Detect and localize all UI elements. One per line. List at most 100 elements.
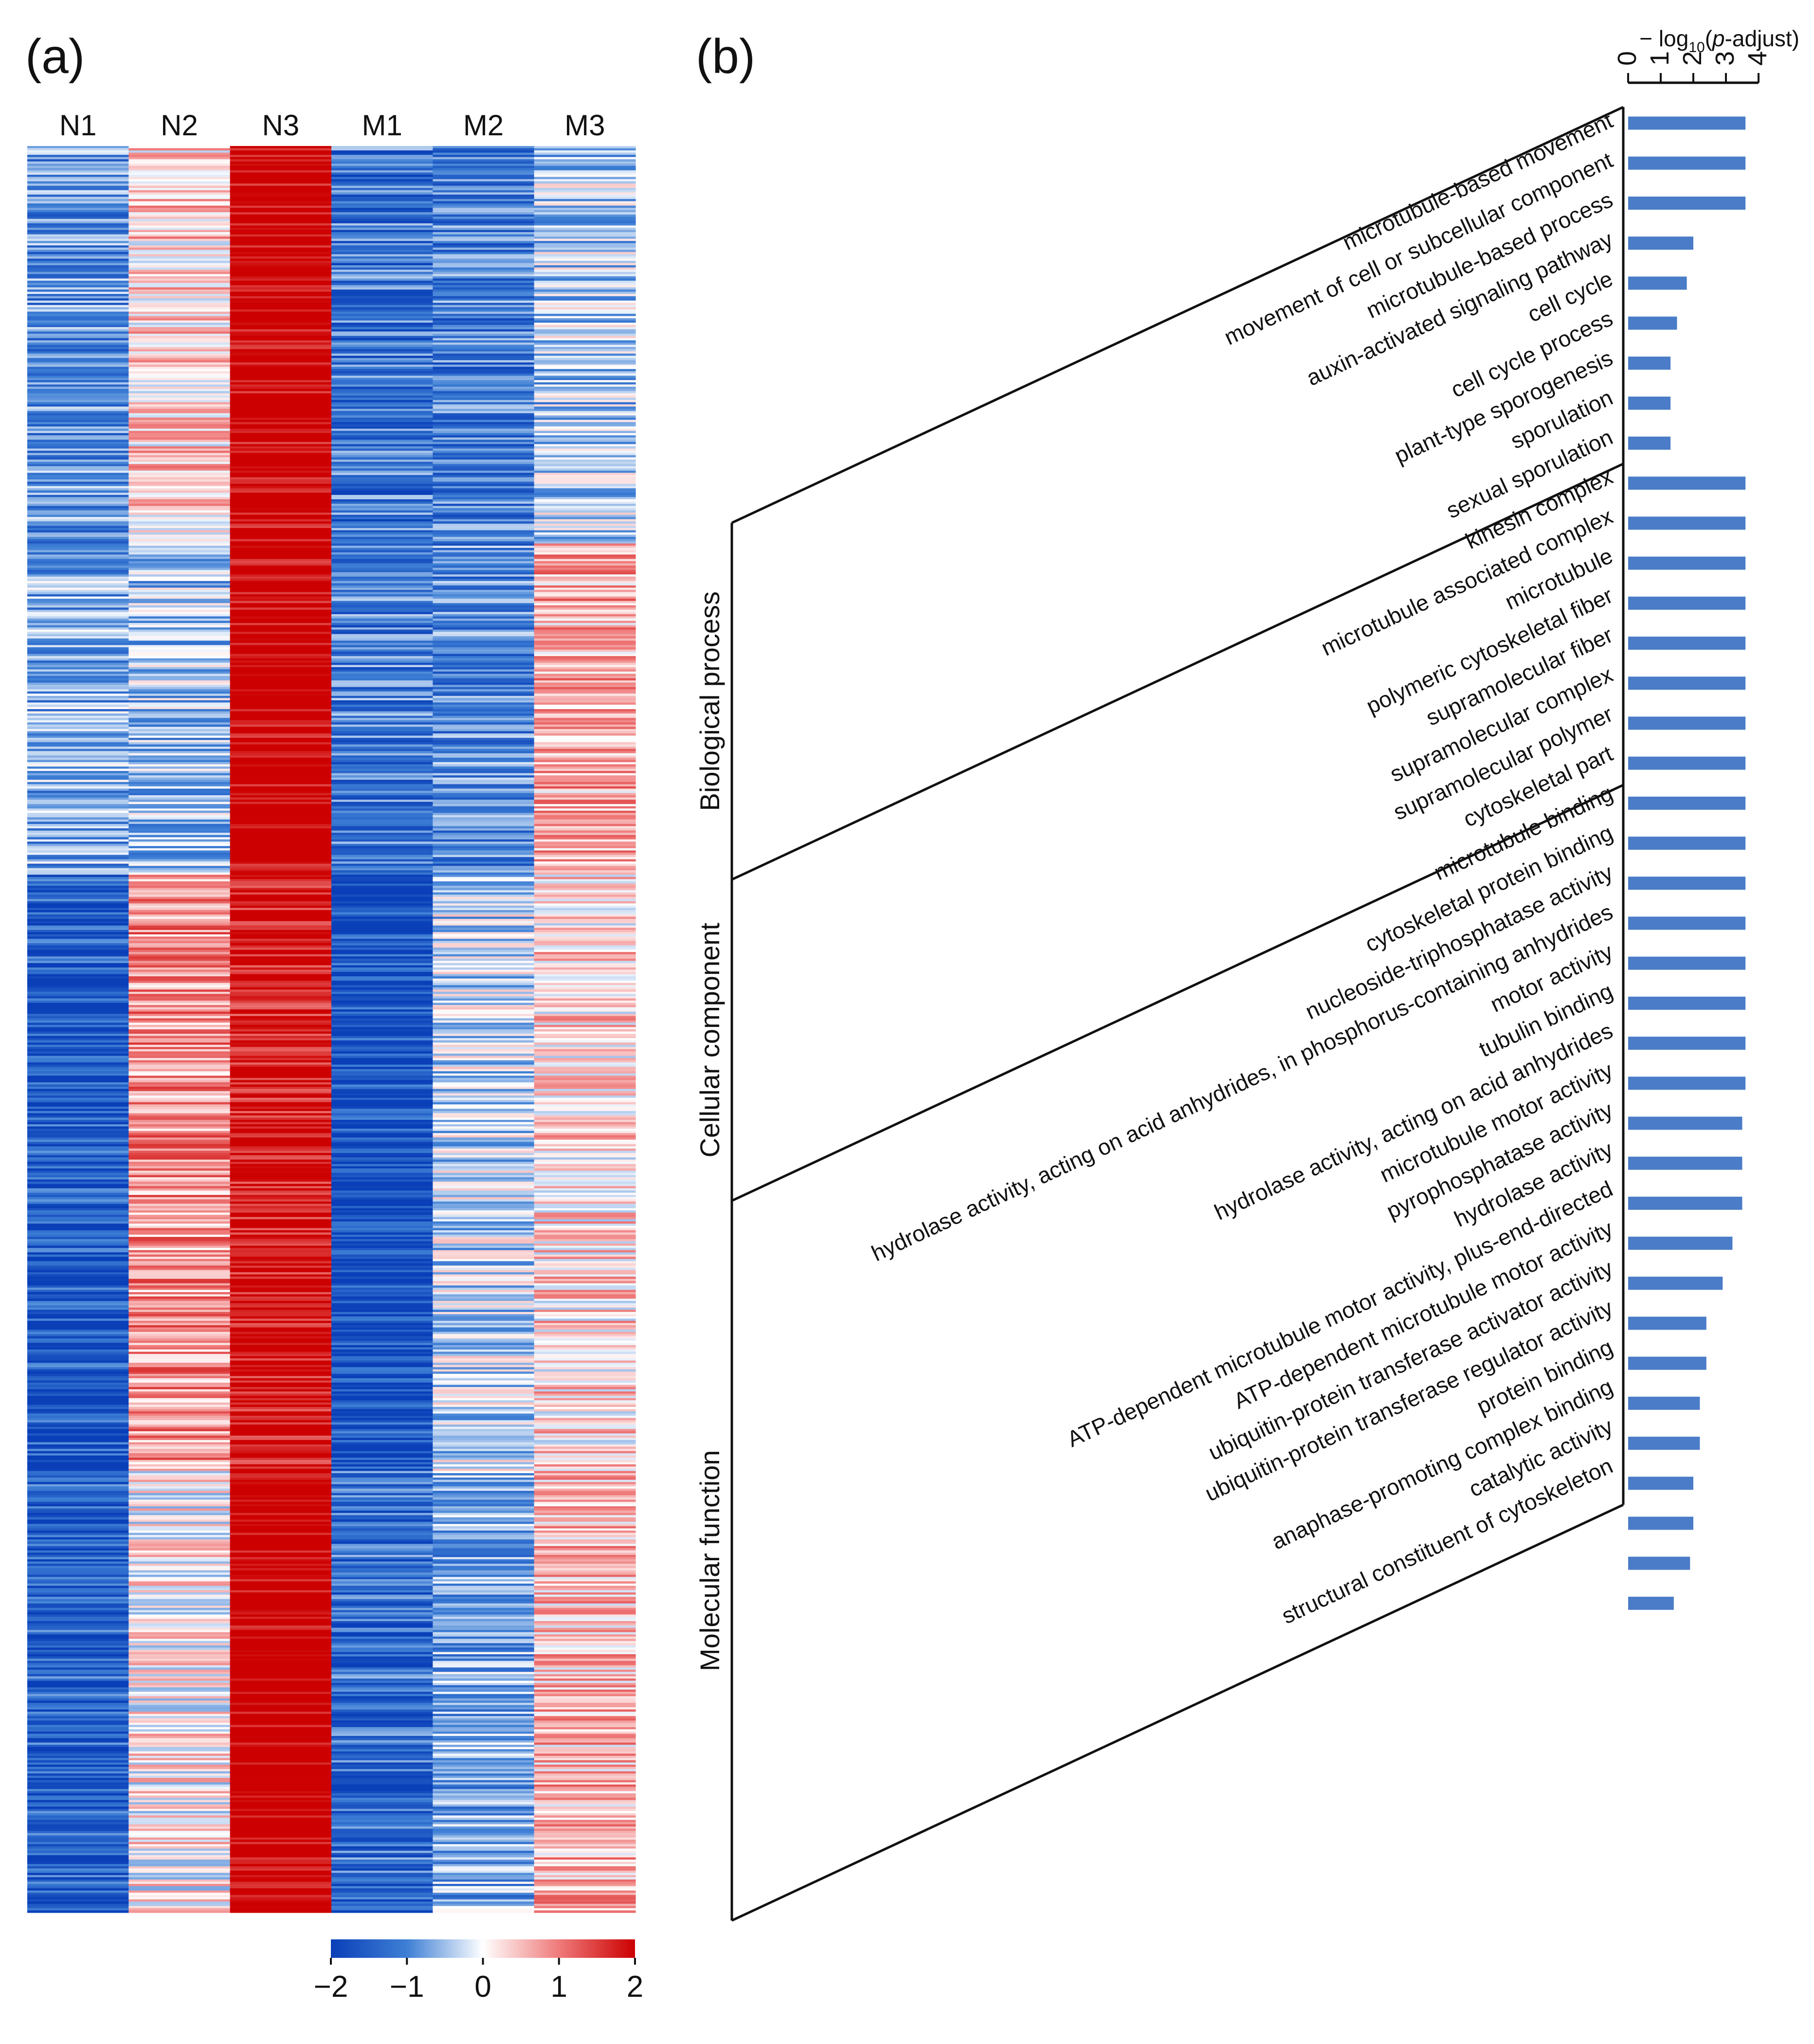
heatmap-cell — [534, 1672, 636, 1675]
heatmap-cell — [230, 1221, 332, 1224]
heatmap-cell — [27, 1144, 129, 1147]
heatmap-cell — [230, 1170, 332, 1173]
heatmap-cell — [27, 601, 129, 603]
heatmap-cell — [230, 523, 332, 527]
heatmap-cell — [128, 1833, 231, 1836]
heatmap-cell — [534, 1400, 636, 1403]
heatmap-cell — [128, 1122, 231, 1125]
heatmap-cell — [230, 217, 332, 219]
heatmap-cell — [128, 1464, 231, 1467]
heatmap-cell — [331, 1245, 433, 1248]
heatmap-cell — [331, 1554, 433, 1558]
heatmap-cell — [230, 656, 332, 659]
heatmap-cell — [534, 1363, 636, 1366]
heatmap-cell — [128, 471, 231, 474]
heatmap-cell — [128, 267, 231, 270]
bar — [1628, 1516, 1693, 1530]
heatmap-cell — [27, 1597, 129, 1600]
heatmap-cell — [27, 237, 129, 239]
heatmap-cell — [128, 1641, 231, 1644]
heatmap-cell — [433, 921, 535, 924]
heatmap-cell — [27, 1228, 129, 1231]
heatmap-cell — [331, 961, 433, 964]
heatmap-cell — [331, 768, 433, 771]
bar — [1628, 356, 1671, 370]
heatmap-cell — [534, 1901, 636, 1904]
heatmap-cell — [230, 687, 332, 690]
heatmap-cell — [331, 1568, 433, 1571]
heatmap-cell — [128, 561, 231, 564]
heatmap-cell — [230, 455, 332, 458]
heatmap-cell — [27, 620, 129, 623]
heatmap-cell — [331, 687, 433, 690]
heatmap-cell — [433, 1696, 535, 1699]
heatmap-cell — [433, 813, 535, 816]
heatmap-cell — [433, 709, 535, 712]
heatmap-cell — [230, 203, 332, 206]
heatmap-cell — [433, 459, 535, 462]
heatmap-cell — [331, 1508, 433, 1511]
heatmap-cell — [128, 930, 231, 932]
heatmap-cell — [534, 881, 636, 884]
heatmap-cell — [27, 1546, 129, 1549]
heatmap-cell — [230, 1363, 332, 1366]
heatmap-cell — [331, 287, 433, 290]
heatmap-cell — [128, 1884, 231, 1887]
heatmap-cell — [534, 161, 636, 164]
heatmap-cell — [230, 1027, 332, 1030]
heatmap-cell — [331, 1254, 433, 1257]
heatmap-cell — [128, 1725, 231, 1728]
heatmap-cell — [331, 1753, 433, 1756]
heatmap-cell — [331, 649, 433, 652]
heatmap-cell — [230, 320, 332, 323]
heatmap-cell — [27, 740, 129, 743]
heatmap-cell — [27, 1053, 129, 1057]
heatmap-cell — [433, 389, 535, 392]
heatmap-cell — [230, 645, 332, 648]
heatmap-cell — [27, 1230, 129, 1233]
heatmap-cell — [331, 1310, 433, 1313]
heatmap-cell — [331, 1137, 433, 1140]
heatmap-cell — [128, 888, 231, 891]
heatmap-cell — [230, 1696, 332, 1699]
heatmap-cell — [534, 353, 636, 356]
heatmap-cell — [534, 1080, 636, 1083]
heatmap-cell — [128, 1076, 231, 1078]
heatmap-cell — [534, 1749, 636, 1752]
heatmap-cell — [230, 1731, 332, 1734]
heatmap-cell — [534, 386, 636, 389]
heatmap-cell — [128, 682, 231, 685]
heatmap-cell — [433, 1117, 535, 1120]
heatmap-cell — [433, 530, 535, 533]
heatmap-cell — [128, 1636, 231, 1639]
heatmap-cell — [128, 1468, 231, 1472]
heatmap-cell — [27, 1305, 129, 1308]
heatmap-cell — [534, 1071, 636, 1074]
heatmap-cell — [27, 296, 129, 299]
heatmap-cell — [331, 1846, 433, 1849]
heatmap-cell — [433, 1895, 535, 1898]
heatmap-cell — [27, 252, 129, 255]
heatmap-cell — [230, 784, 332, 787]
heatmap-cell — [128, 784, 231, 787]
heatmap-cell — [230, 345, 332, 347]
heatmap-cell — [331, 1077, 433, 1080]
heatmap-cell — [27, 1802, 129, 1805]
heatmap-cell — [128, 514, 231, 517]
heatmap-cell — [230, 1554, 332, 1558]
heatmap-cell — [534, 1429, 636, 1432]
bar — [1628, 1156, 1742, 1170]
heatmap-cell — [534, 1597, 636, 1600]
heatmap-cell — [433, 365, 535, 367]
heatmap-cell — [128, 534, 231, 537]
heatmap-cell — [331, 165, 433, 168]
heatmap-cell — [331, 1409, 433, 1412]
heatmap-cell — [331, 1453, 433, 1456]
heatmap-cell — [433, 1462, 535, 1465]
heatmap-cell — [331, 311, 433, 314]
heatmap-cell — [128, 934, 231, 937]
heatmap-cell — [331, 1864, 433, 1867]
heatmap-cell — [433, 1788, 535, 1792]
heatmap-cell — [331, 415, 433, 418]
heatmap-cell — [433, 1411, 535, 1414]
